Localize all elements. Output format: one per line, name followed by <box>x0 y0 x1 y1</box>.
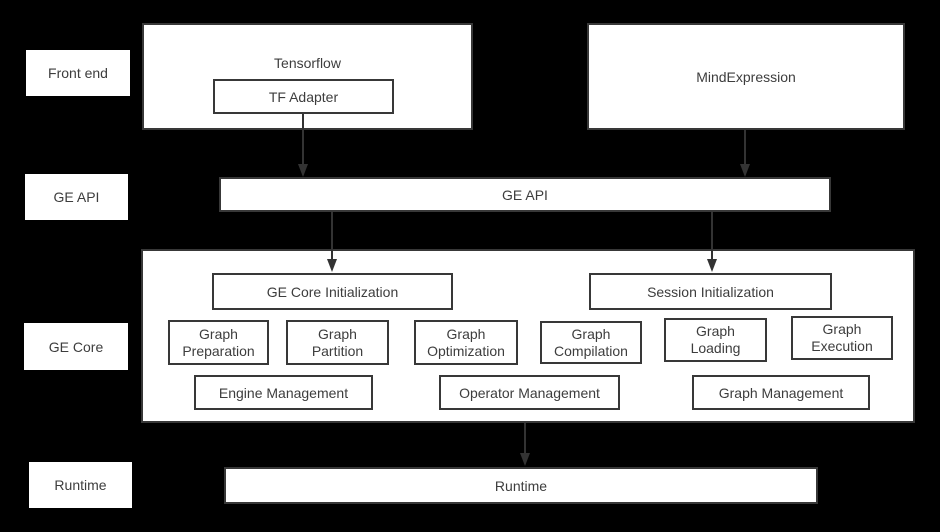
arrow-head-icon <box>327 259 337 272</box>
tensorflow-box: Tensorflow TF Adapter <box>142 23 473 130</box>
graph-partition-box: Graph Partition <box>286 320 389 365</box>
arrow-stem <box>331 212 333 259</box>
graph-compilation-label: Graph Compilation <box>554 325 628 359</box>
ge-api-bar: GE API <box>219 177 831 212</box>
arrow-head-icon <box>740 164 750 177</box>
runtime-bar: Runtime <box>224 467 818 504</box>
engine-management-box: Engine Management <box>194 375 373 410</box>
row-label-runtime: Runtime <box>29 462 132 508</box>
arrow-head-icon <box>520 453 530 466</box>
graph-execution-box: Graph Execution <box>791 316 893 360</box>
arrow-stem <box>711 212 713 259</box>
mindexpression-box: MindExpression <box>587 23 905 130</box>
graph-preparation-label: Graph Preparation <box>182 325 255 359</box>
arrow-stem <box>302 114 304 164</box>
arrow-stem <box>524 423 526 453</box>
graph-partition-label: Graph Partition <box>311 325 364 359</box>
graph-preparation-box: Graph Preparation <box>168 320 269 365</box>
row-label-ge-api: GE API <box>25 174 128 220</box>
tensorflow-label: Tensorflow <box>274 55 341 71</box>
graph-loading-label: Graph Loading <box>690 323 741 356</box>
session-initialization-box: Session Initialization <box>589 273 832 310</box>
tf-adapter-box: TF Adapter <box>213 79 394 114</box>
graph-management-box: Graph Management <box>692 375 870 410</box>
row-label-front-end: Front end <box>26 50 130 96</box>
operator-management-box: Operator Management <box>439 375 620 410</box>
graph-compilation-box: Graph Compilation <box>540 321 642 364</box>
ge-core-initialization-box: GE Core Initialization <box>212 273 453 310</box>
graph-optimization-box: Graph Optimization <box>414 320 518 365</box>
arrow-head-icon <box>298 164 308 177</box>
ge-core-box: GE Core Initialization Session Initializ… <box>141 249 915 423</box>
arrow-stem <box>744 130 746 164</box>
graph-execution-label: Graph Execution <box>811 321 873 354</box>
graph-loading-box: Graph Loading <box>664 318 767 362</box>
arrow-head-icon <box>707 259 717 272</box>
graph-optimization-label: Graph Optimization <box>427 325 505 359</box>
row-label-ge-core: GE Core <box>24 323 128 370</box>
